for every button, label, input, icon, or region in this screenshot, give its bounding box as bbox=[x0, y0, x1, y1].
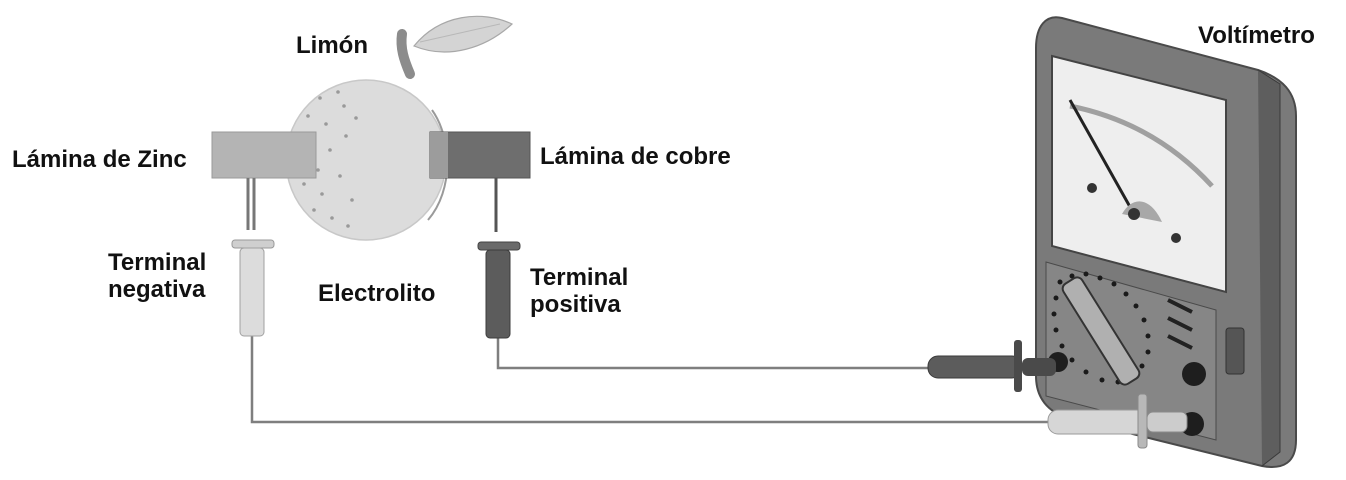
negative-probe bbox=[231, 178, 275, 337]
lemon-label: Limón bbox=[296, 32, 368, 59]
lemon-stem bbox=[396, 29, 415, 79]
positive-plug bbox=[927, 340, 1056, 392]
negative-plug bbox=[1047, 393, 1188, 449]
zinc-plate-label: Lámina de Zinc bbox=[12, 146, 187, 173]
positive-terminal-label: Terminal positiva bbox=[530, 264, 628, 318]
negative-wire bbox=[250, 334, 1052, 424]
zinc-plate bbox=[211, 131, 317, 179]
range-selector-knob bbox=[1061, 276, 1141, 386]
meter-needle bbox=[1068, 99, 1136, 215]
positive-probe bbox=[477, 178, 521, 339]
negative-terminal-label-line1: Terminal bbox=[108, 249, 207, 276]
positive-terminal-label-line1: Terminal bbox=[530, 264, 629, 291]
negative-terminal-label-line2: negativa bbox=[108, 276, 206, 303]
voltmeter-label: Voltímetro bbox=[1198, 22, 1315, 49]
lemon bbox=[285, 15, 514, 241]
wires bbox=[250, 334, 1052, 424]
meter-jack-right bbox=[1182, 362, 1206, 386]
electrolyte-pores bbox=[298, 90, 358, 228]
negative-terminal-label: Terminal negativa bbox=[108, 249, 206, 303]
electrolyte-label: Electrolito bbox=[318, 280, 436, 307]
positive-wire bbox=[496, 338, 932, 370]
meter-dial-face bbox=[1051, 54, 1227, 294]
leaf-icon bbox=[413, 15, 514, 53]
positive-terminal-label-line2: positiva bbox=[530, 291, 621, 318]
voltmeter bbox=[1035, 16, 1297, 468]
copper-plate-label: Lámina de cobre bbox=[540, 143, 731, 170]
